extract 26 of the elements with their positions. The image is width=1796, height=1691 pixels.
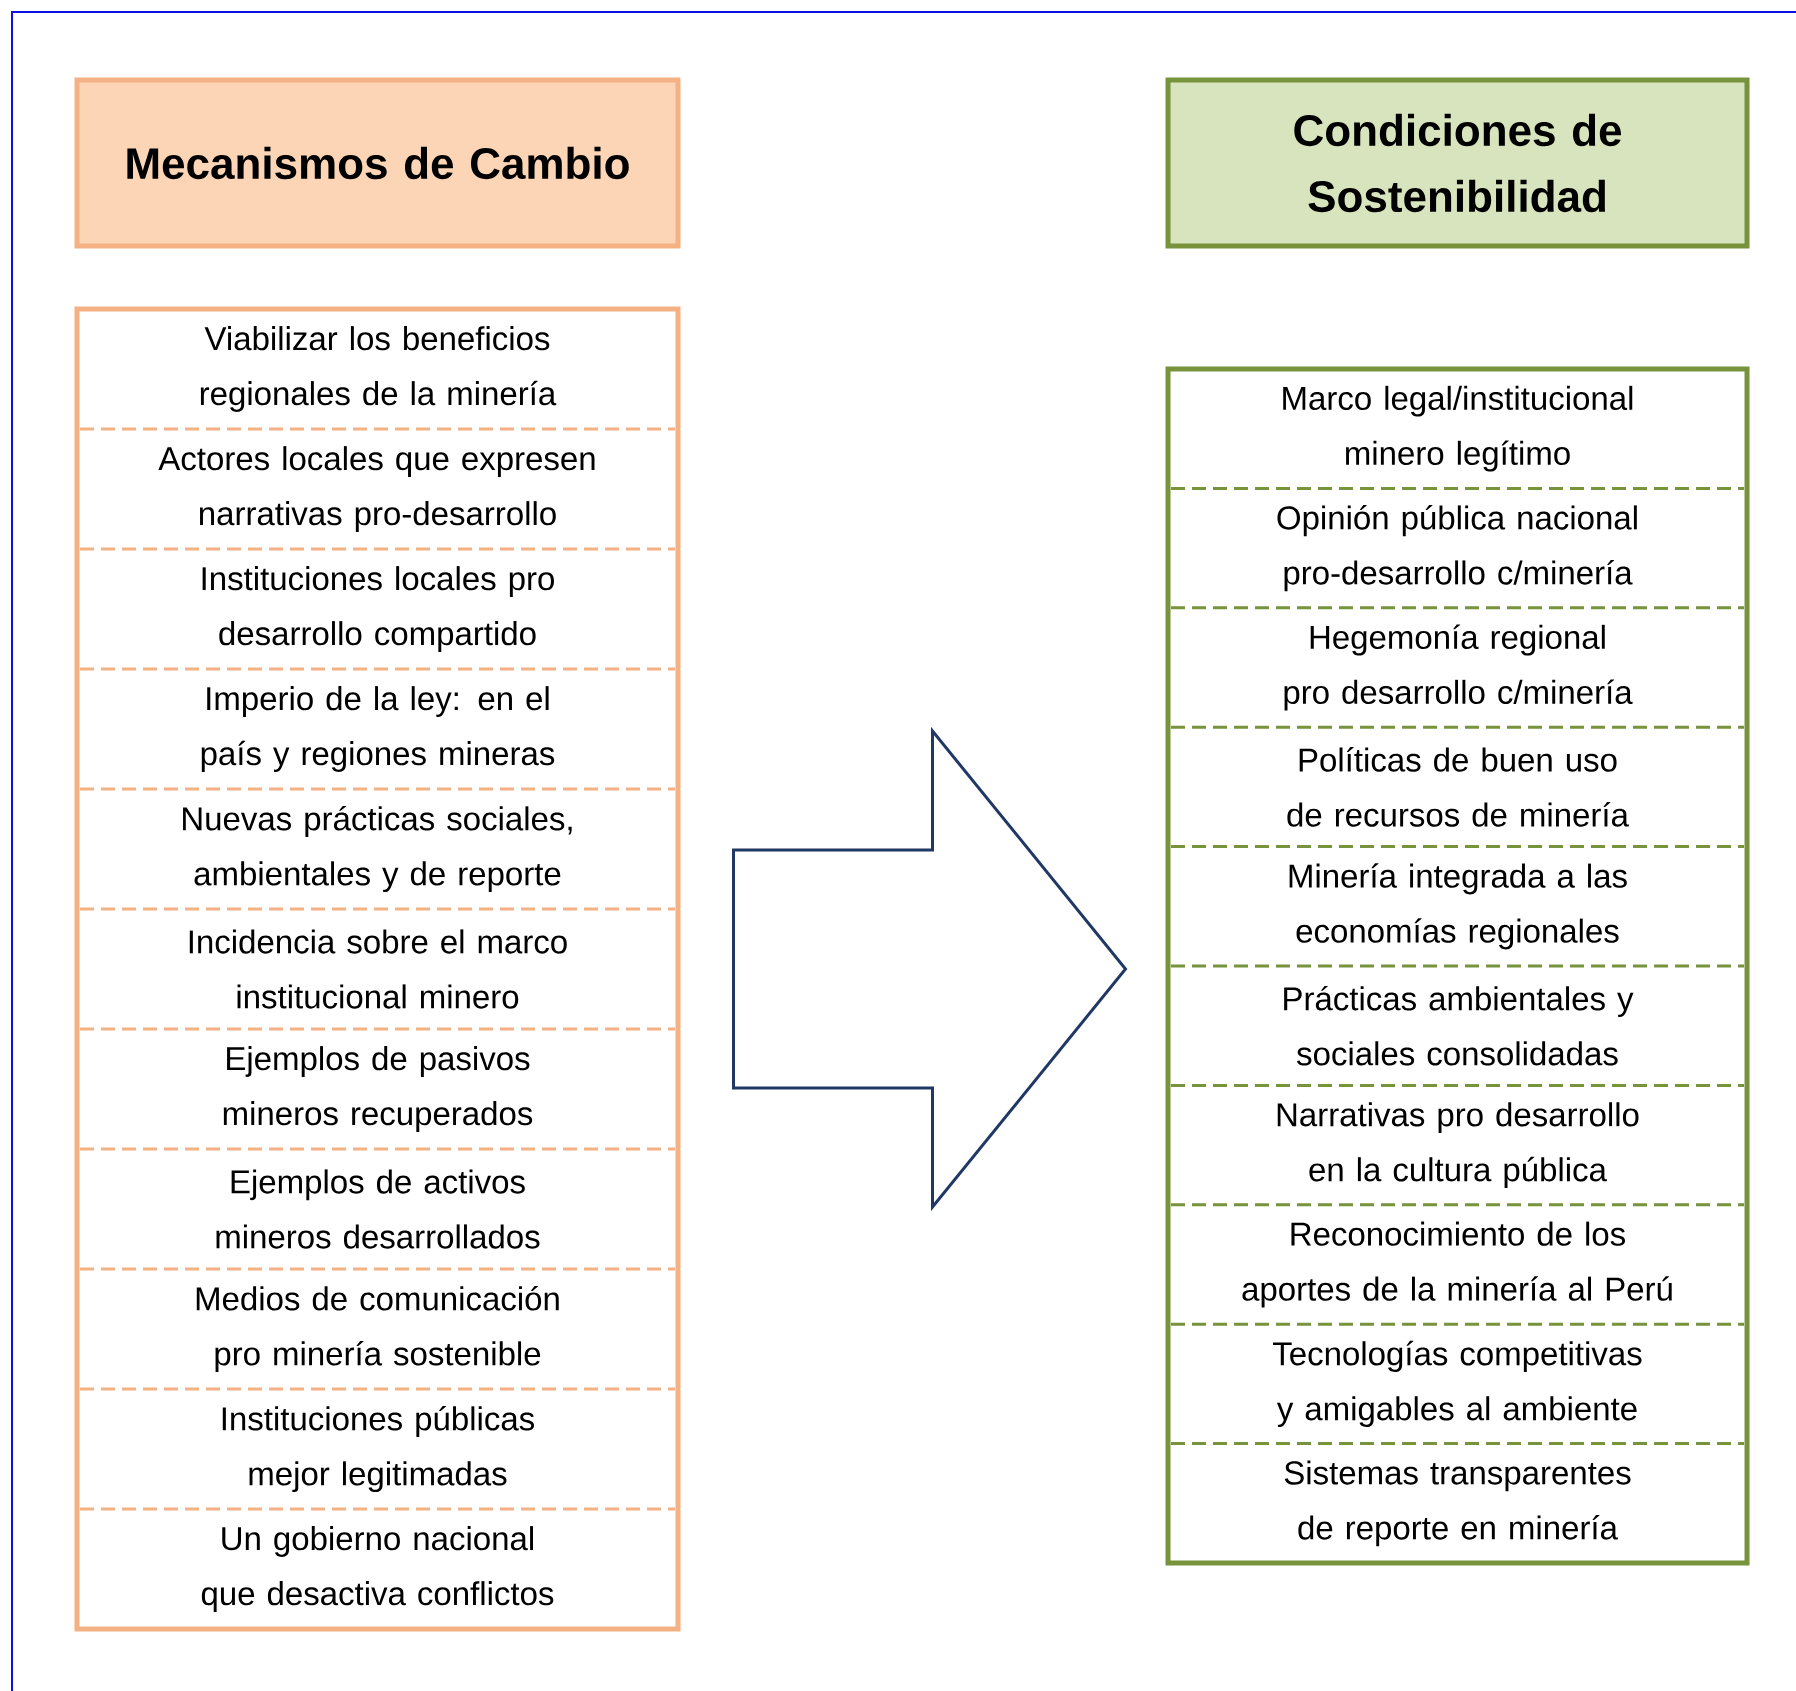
list-item: Tecnologías competitivas y amigables al ambiente: [1273, 1340, 1642, 1427]
list-item: Opinión pública nacional pro-desarrollo c/minería: [1277, 505, 1637, 592]
list-item: Narrativas pro desarrollo en la cultura pública: [1277, 1102, 1639, 1188]
list-item: Ejemplos de activos mineros desarrollados: [216, 1169, 540, 1249]
list-item: Prácticas ambientales y sociales consolidadas: [1284, 985, 1634, 1066]
list-item: Nuevas prácticas sociales, ambientales y de reporte: [183, 805, 572, 893]
list-item: Un gobierno nacional que desactiva conflictos: [201, 1526, 554, 1612]
list-item: Hegemonía regional pro desarrollo c/minería: [1284, 624, 1633, 711]
list-item: Reconocimiento de los aportes de la minería al Perú: [1242, 1221, 1672, 1308]
block-arrow: [732, 726, 1128, 1212]
list-item: Ejemplos de pasivos mineros recuperados: [223, 1046, 533, 1132]
list-item: Imperio de la ley: en el país y regiones mineras: [201, 686, 555, 772]
list-item: Políticas de buen uso de recursos de minería: [1287, 747, 1629, 827]
list-panel: [1165, 366, 1750, 1566]
list-item: Marco legal/institucional minero legítimo: [1283, 385, 1633, 472]
list-item: Incidencia sobre el marco institucional minero: [189, 929, 567, 1009]
list-item: Minería integrada a las economías regionales: [1289, 863, 1627, 950]
header-box: Mecanismos de Cambio: [74, 77, 681, 249]
list-item: Viabilizar los beneficios regionales de la minería: [200, 326, 557, 412]
list-item: Medios de comunicación pro minería sostenible: [196, 1285, 559, 1373]
list-item: Instituciones públicas mejor legitimadas: [222, 1405, 534, 1493]
list-item: Instituciones locales pro desarrollo compartido: [202, 566, 554, 652]
list-item: Actores locales que expresen narrativas pro-desarrollo: [158, 446, 595, 532]
list-panel: [74, 306, 681, 1632]
list-item: Sistemas transparentes de reporte en minería: [1284, 1460, 1631, 1547]
header-box: Condiciones de Sostenibilidad: [1165, 77, 1750, 249]
